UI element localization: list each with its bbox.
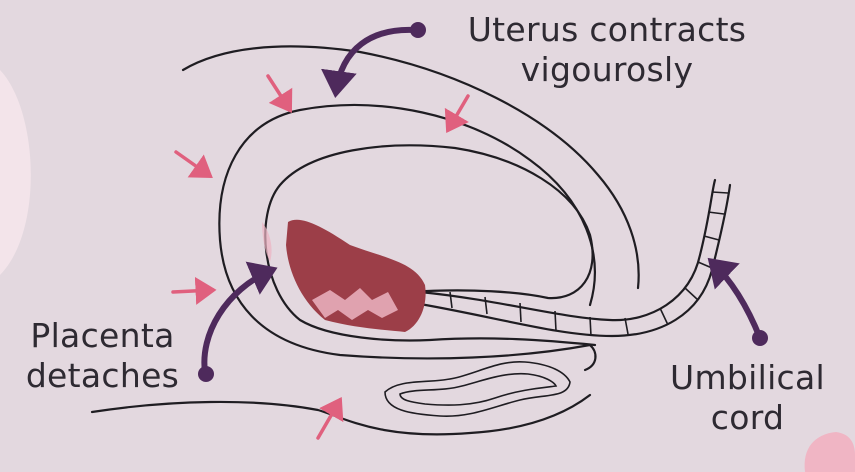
placenta-label-line1: Placenta	[0, 316, 205, 356]
pointer-arrow-icon	[712, 262, 760, 338]
umbilical-cord-label: Umbilical cord	[640, 358, 855, 438]
contraction-arrow-icon	[173, 290, 213, 292]
umbilical-cord-upper	[420, 180, 715, 320]
contraction-arrow-icon	[268, 76, 290, 110]
uterus-label: Uterus contracts vigourosly	[442, 10, 772, 90]
placenta	[262, 220, 426, 332]
pointer-arrow-icon	[204, 270, 272, 372]
intestine-outline	[385, 362, 570, 416]
cervix-outline	[585, 345, 595, 370]
umbilical-cord-label-line2: cord	[640, 398, 855, 438]
pointer-dot-icon	[410, 22, 426, 38]
contraction-arrow-icon	[318, 400, 340, 438]
pointer-dot-icon	[752, 330, 768, 346]
contraction-arrow-icon	[176, 152, 210, 176]
uterus-label-line2: vigourosly	[442, 50, 772, 90]
background-blob-left	[0, 70, 31, 275]
placenta-label: Placenta detaches	[0, 316, 205, 396]
background-blob-bottom-right	[805, 432, 855, 472]
uterus-label-line1: Uterus contracts	[442, 10, 772, 50]
placenta-label-line2: detaches	[0, 356, 205, 396]
umbilical-cord-label-line1: Umbilical	[640, 358, 855, 398]
umbilical-cord-ticks	[450, 192, 728, 336]
